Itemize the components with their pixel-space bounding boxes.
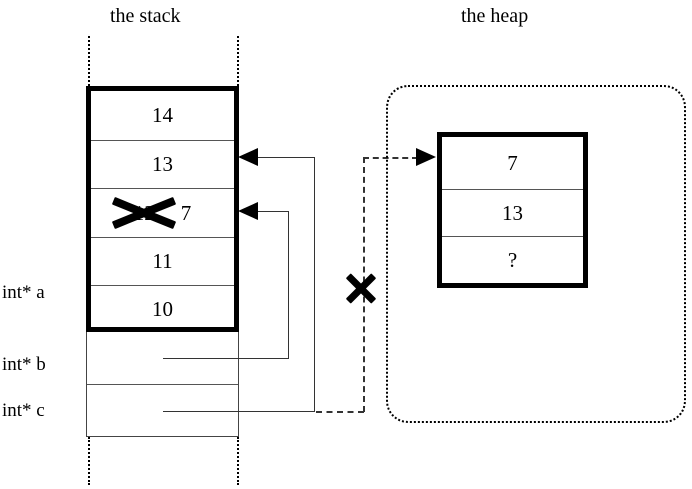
invalidated-pointer-x-icon (344, 271, 378, 305)
heap-cell-1: 13 (442, 189, 583, 236)
stack-dotted-extension-top-right (237, 36, 239, 86)
stack-slot-c (87, 384, 238, 436)
pointer-c-line-horizontal-end (258, 157, 315, 158)
stack-pointer-slots (86, 332, 239, 437)
stack-active-frame: 14 13 12 7 11 10 (86, 86, 239, 332)
stack-title: the stack (110, 5, 181, 27)
stack-cell-14: 14 (152, 103, 173, 127)
heap-cell-2: ? (442, 236, 583, 283)
stack-cell-10: 10 (91, 285, 234, 333)
heap-cell-0: 7 (507, 150, 518, 175)
pointer-label-a: int* a (2, 282, 45, 303)
stack-cell-13: 13 (91, 140, 234, 188)
pointer-label-c: int* c (2, 400, 45, 421)
stack-cell-11: 11 (91, 237, 234, 285)
pointer-label-b: int* b (2, 354, 46, 375)
pointer-c-arrowhead-icon (238, 148, 258, 166)
stack-cell-new-value: 7 (180, 200, 192, 225)
stack-cell-12-struck: 12 7 (91, 188, 234, 237)
heap-block: 7 13 ? (437, 132, 588, 288)
pointer-c-line-horizontal-start (163, 411, 315, 412)
heap-title: the heap (461, 5, 529, 27)
pointer-b-line-horizontal-start (163, 358, 289, 359)
pointer-b-arrowhead-icon (238, 202, 258, 220)
pointer-c-line-vertical (314, 157, 315, 412)
strikethrough-x-icon (112, 196, 177, 230)
stale-pointer-dash-horizontal-top (363, 157, 418, 159)
pointer-b-line-vertical (288, 211, 289, 359)
heap-region-boundary (386, 85, 686, 423)
pointer-b-line-horizontal-end (258, 211, 289, 212)
stale-pointer-arrowhead-icon (416, 148, 436, 166)
stack-dotted-extension-bottom-right (237, 437, 239, 485)
stack-dotted-extension-top-left (88, 36, 90, 86)
stale-pointer-dash-horizontal-bottom (316, 411, 364, 413)
stack-dotted-extension-bottom-left (88, 437, 90, 485)
